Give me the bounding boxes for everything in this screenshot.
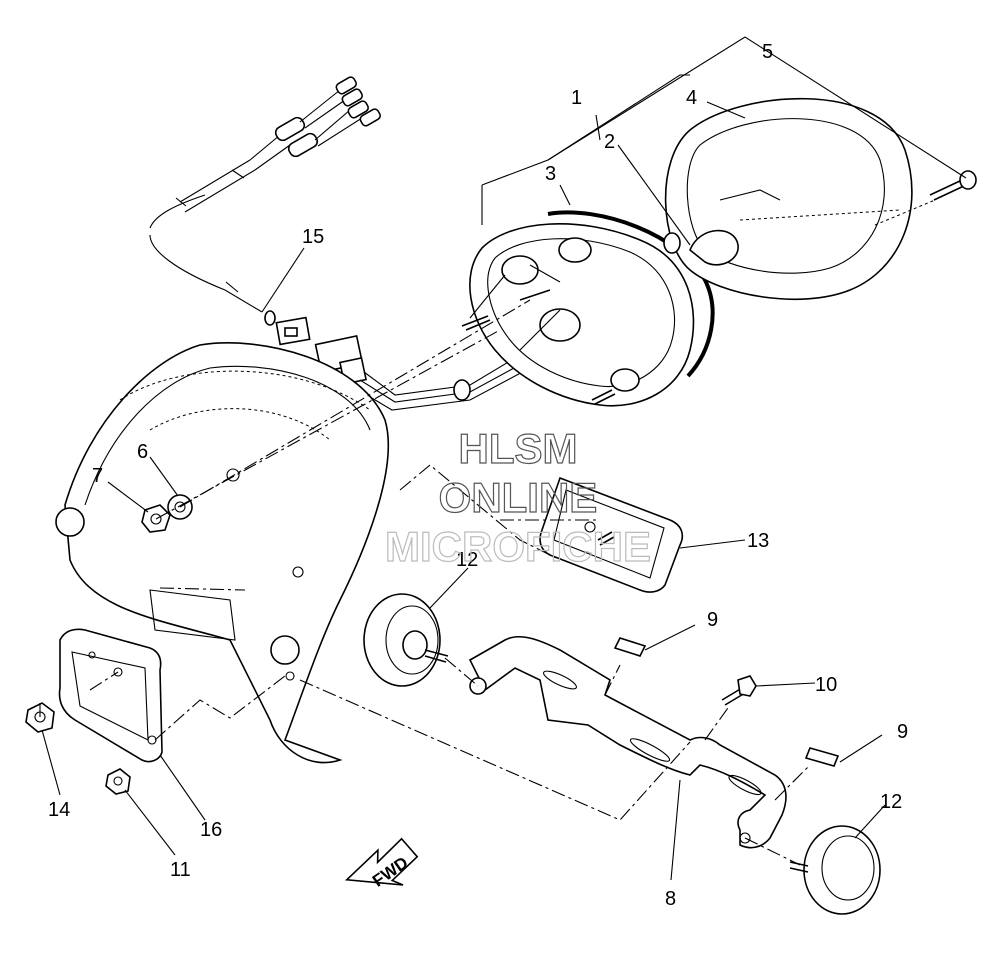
coupler-small xyxy=(264,310,311,346)
reflector-lower xyxy=(789,825,881,915)
callout-4: 4 xyxy=(686,87,697,109)
clip-9-lower xyxy=(804,747,840,767)
nut-14 xyxy=(25,702,55,733)
nut-11 xyxy=(105,768,131,795)
callout-8: 8 xyxy=(665,888,676,910)
callout-3: 3 xyxy=(545,163,556,185)
housing-studs xyxy=(461,289,616,405)
callout-12-lower: 12 xyxy=(880,791,902,813)
bulb-sockets xyxy=(469,237,640,392)
lower-bracket xyxy=(468,635,787,849)
callout-15: 15 xyxy=(302,226,324,248)
callout-2: 2 xyxy=(604,131,615,153)
bolt-10 xyxy=(721,675,757,706)
bulb xyxy=(663,229,739,266)
callout-9-upper: 9 xyxy=(707,609,718,631)
watermark-line-3: MICROFICHE xyxy=(385,523,651,570)
watermark-line-2: ONLINE xyxy=(439,474,598,521)
lens-screw xyxy=(929,170,977,201)
reflector-upper xyxy=(363,593,449,687)
wire-break-marks xyxy=(175,169,245,293)
license-light xyxy=(539,476,684,593)
fwd-direction-arrow: FWD xyxy=(344,837,419,891)
callout-16: 16 xyxy=(200,819,222,841)
callout-14: 14 xyxy=(48,799,70,821)
watermark: HLSM ONLINE MICROFICHE xyxy=(384,424,651,570)
callout-10: 10 xyxy=(815,674,837,696)
callout-7: 7 xyxy=(92,465,103,487)
callout-9-lower: 9 xyxy=(897,721,908,743)
wire-terminal-connectors xyxy=(274,76,381,158)
callout-labels: 1 2 3 4 5 6 7 8 9 9 10 11 12 12 13 14 15… xyxy=(48,41,908,910)
callout-5: 5 xyxy=(762,41,773,63)
callout-13: 13 xyxy=(747,530,769,552)
clip-9-upper xyxy=(613,637,647,657)
callout-1: 1 xyxy=(571,87,582,109)
lens-unit xyxy=(664,97,913,300)
callout-11: 11 xyxy=(170,859,191,881)
watermark-line-1: HLSM xyxy=(459,425,578,472)
callout-12-upper: 12 xyxy=(456,549,478,571)
rear-fender xyxy=(55,342,390,764)
taillight-housing xyxy=(461,223,695,407)
license-bracket xyxy=(58,628,163,763)
callout-6: 6 xyxy=(137,441,148,463)
assembly-center-lines xyxy=(39,199,936,866)
callout-leaders xyxy=(41,36,967,881)
